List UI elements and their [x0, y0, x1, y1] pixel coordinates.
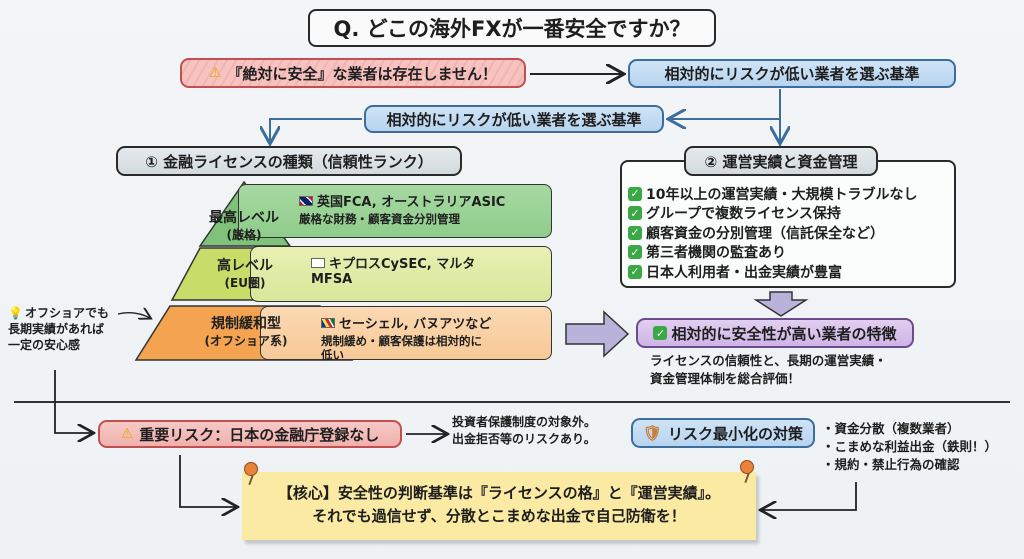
arrow-left-rail [54, 370, 92, 433]
uk-flag-icon [299, 195, 313, 206]
tier-desc: 厳格な財務・顧客資金分別管理 [299, 212, 460, 226]
pyramid-label-top: 最高レベル (厳格) [196, 210, 292, 244]
tip-line: 長期実績があれば [8, 322, 105, 336]
core-summary-note: 【核心】安全性の判断基準は『ライセンスの格』と『運営実績』。 それでも過信せず、… [242, 472, 756, 540]
risk-box: ⚠ 重要リスク：日本の金融庁登録なし [98, 420, 402, 448]
tier-regulators: セーシェル, バヌアツなど [339, 317, 492, 332]
checkmark-icon: ✓ [628, 225, 642, 240]
tier-desc-cont: 低い [321, 348, 344, 362]
tier-card-bottom: セーシェル, バヌアツなど 規制緩め・顧客保護は相対的に 低い [260, 306, 552, 362]
result-line: ライセンスの信頼性と、長期の運営実績・ [650, 353, 887, 368]
ops-item: ✓ 10年以上の運営実績・大規模トラブルなし [628, 184, 954, 204]
tier-level: 高レベル [217, 258, 273, 274]
tier-card-top: 英国FCA, オーストラリアASIC 厳格な財務・顧客資金分別管理 [238, 184, 552, 238]
warning-text: 『絶対に安全』な業者は存在しません！ [227, 64, 498, 83]
ops-item: ✓ グループで複数ライセンス保持 [628, 204, 954, 224]
mitigation-item: ・規約・禁止行為の確認 [822, 457, 960, 472]
big-arrow-right [565, 310, 630, 358]
tier-level-sub: (EU圏) [224, 276, 266, 290]
operations-panel: ✓ 10年以上の運営実績・大規模トラブルなし ✓ グループで複数ライセンス保持 ✓ 顧… [620, 160, 956, 288]
result-heading: 相対的に安全性が高い業者の特徴 [671, 324, 897, 343]
tier-regulators: 英国FCA, オーストラリアASIC [317, 195, 506, 210]
pyramid-label-mid: 高レベル (EU圏) [190, 258, 300, 292]
pyramid-label-bottom: 規制緩和型 (オフショア系) [176, 316, 316, 350]
tier-regulators: キプロスCySEC, マルタ [329, 257, 476, 272]
warning-banner: ⚠ 『絶対に安全』な業者は存在しません！ [180, 58, 526, 88]
risk-note: 投資者保護制度の対象外。 出金拒否等のリスクあり。 [452, 414, 596, 448]
arrow-mitig-to-core [762, 482, 857, 510]
core-line: それでも過信せず、分散とこまめな出金で自己防衛を！ [312, 507, 686, 525]
shield-icon: 🛡 [642, 424, 663, 442]
mitigation-heading: リスク最小化の対策 [668, 424, 804, 443]
result-line: 資金管理体制を総合評価！ [650, 371, 801, 386]
checkmark-icon: ✓ [628, 186, 642, 201]
ops-item-text: 顧客資金の分別管理（信託保全など） [646, 225, 884, 242]
tip-line: 一定の安心感 [8, 338, 81, 352]
mitigation-box: 🛡 リスク最小化の対策 [631, 418, 815, 448]
seychelles-flag-icon [321, 317, 335, 328]
lightbulb-icon: 💡 [8, 306, 23, 320]
warning-icon: ⚠ [208, 65, 222, 81]
cyprus-flag-icon [311, 257, 325, 268]
tier-level: 最高レベル [209, 210, 279, 226]
arrow-to-license [270, 118, 362, 142]
license-heading: ① 金融ライセンスの種類（信頼性ランク） [116, 146, 462, 176]
mitigation-item: ・こまめな利益出金（鉄則！） [822, 439, 998, 454]
ops-item-text: 日本人利用者・出金実績が豊富 [646, 264, 842, 281]
warning-icon: ⚠ [120, 426, 134, 442]
ops-item: ✓ 第三者機関の監査あり [628, 243, 954, 263]
checkmark-icon: ✓ [628, 264, 642, 279]
criteria-box-left: 相対的にリスクが低い業者を選ぶ基準 [364, 105, 664, 133]
pushpin-icon [740, 460, 754, 474]
risk-note-line: 出金拒否等のリスクあり。 [452, 432, 596, 446]
tip-line: オフショアでも [24, 306, 109, 320]
criteria-box: 相対的にリスクが低い業者を選ぶ基準 [628, 59, 956, 88]
core-line: 【核心】安全性の判断基準は『ライセンスの格』と『運営実績』。 [277, 484, 721, 502]
operations-heading: ② 運営実績と資金管理 [684, 146, 878, 176]
big-arrow-down [753, 291, 809, 317]
checkmark-icon: ✓ [628, 206, 642, 221]
checkmark-icon: ✓ [653, 326, 668, 340]
tier-desc: 規制緩め・顧客保護は相対的に [321, 334, 482, 348]
ops-item: ✓ 日本人利用者・出金実績が豊富 [628, 262, 954, 282]
tier-card-mid: キプロスCySEC, マルタ MFSA [250, 246, 552, 302]
risk-heading: 重要リスク：日本の金融庁登録なし [139, 425, 380, 444]
checkmark-icon: ✓ [628, 245, 642, 260]
tier-level: 規制緩和型 [211, 316, 281, 332]
tier-level-sub: (厳格) [226, 228, 262, 242]
result-heading-box: ✓ 相対的に安全性が高い業者の特徴 [636, 318, 914, 348]
ops-item-text: グループで複数ライセンス保持 [646, 206, 841, 223]
ops-item-text: 第三者機関の監査あり [646, 245, 786, 262]
tier-level-sub: (オフショア系) [204, 334, 288, 348]
page-title: Q. どこの海外FXが一番安全ですか？ [308, 9, 716, 47]
risk-note-line: 投資者保護制度の対象外。 [452, 415, 597, 429]
arrow-risk-to-core [179, 455, 236, 507]
ops-item: ✓ 顧客資金の分別管理（信託保全など） [628, 223, 954, 243]
result-text: ライセンスの信頼性と、長期の運営実績・ 資金管理体制を総合評価！ [650, 352, 887, 388]
tip-note: 💡オフショアでも 長期実績があれば 一定の安心感 [8, 305, 109, 353]
pushpin-icon [244, 462, 258, 476]
tier-regulators-cont: MFSA [311, 272, 353, 287]
arrow-tip [117, 313, 150, 318]
ops-item-text: 10年以上の運営実績・大規模トラブルなし [646, 186, 918, 203]
mitigation-list: ・資金分散（複数業者） ・こまめな利益出金（鉄則！） ・規約・禁止行為の確認 [822, 420, 997, 474]
mitigation-item: ・資金分散（複数業者） [822, 421, 960, 436]
